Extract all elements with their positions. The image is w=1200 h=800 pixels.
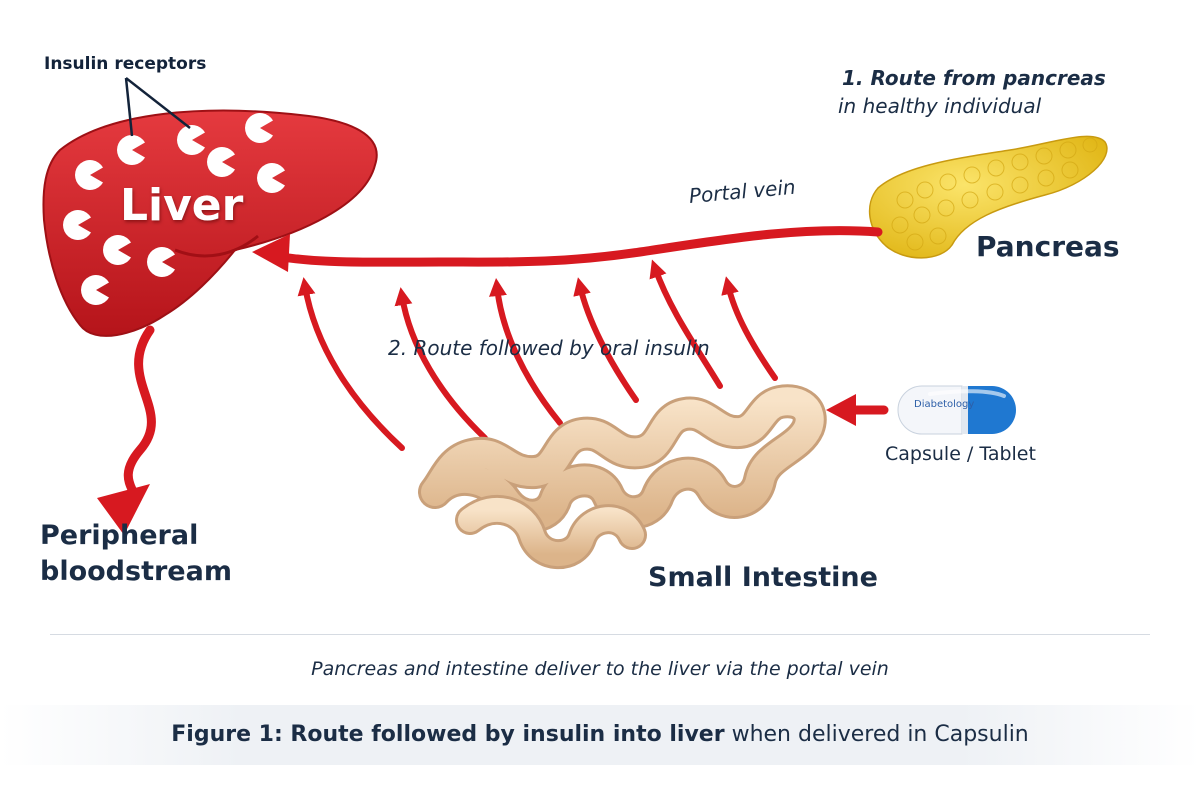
- pacman-receptor-icon: [147, 247, 175, 277]
- route1-label-line2: in healthy individual: [838, 94, 1042, 118]
- insulin-receptors-label: Insulin receptors: [44, 54, 207, 74]
- liver-label: Liver: [120, 180, 244, 231]
- caption-subtitle: Pancreas and intestine deliver to the li…: [311, 658, 889, 680]
- small-intestine-label: Small Intestine: [648, 562, 878, 593]
- pacman-receptor-icon: [257, 163, 285, 193]
- peripheral-label-line2: bloodstream: [40, 556, 232, 587]
- insulin-receptors: [63, 113, 285, 305]
- pacman-receptor-icon: [207, 147, 235, 177]
- pacman-receptor-icon: [75, 160, 103, 190]
- pacman-receptor-icon: [177, 125, 205, 155]
- pacman-receptor-icon: [81, 275, 109, 305]
- peripheral-label-line1: Peripheral: [40, 520, 199, 551]
- pancreas-label: Pancreas: [976, 230, 1120, 263]
- portal-vein: [271, 226, 883, 267]
- caption-divider: [50, 634, 1150, 635]
- oral-route-arrows: [297, 259, 778, 451]
- figure-caption-bold: Figure 1: Route followed by insulin into…: [171, 722, 725, 747]
- figure-caption-bar: [0, 705, 1200, 765]
- route1-label-line1: 1. Route from pancreas: [842, 66, 1106, 90]
- small-intestine-organ: [418, 384, 827, 570]
- pacman-receptor-icon: [103, 235, 131, 265]
- capsule-brand-text: Diabetology: [914, 399, 974, 410]
- capsule-label: Capsule / Tablet: [885, 443, 1036, 465]
- capsule-icon: Diabetology: [897, 385, 1016, 435]
- pacman-receptor-icon: [63, 210, 91, 240]
- peripheral-vessel: [120, 325, 156, 505]
- peripheral-arrowhead: [97, 484, 150, 535]
- figure-caption-rest: when delivered in Capsulin: [724, 722, 1029, 747]
- liver-organ: [42, 109, 378, 337]
- capsule-arrowhead: [826, 394, 856, 426]
- pacman-receptor-icon: [117, 135, 145, 165]
- pacman-receptor-icon: [245, 113, 273, 143]
- receptor-pointer-lines: [124, 77, 191, 137]
- route2-label: 2. Route followed by oral insulin: [388, 336, 710, 360]
- portal-vein-arrowhead: [252, 234, 290, 272]
- figure-caption: Figure 1: Route followed by insulin into…: [0, 722, 1200, 747]
- pancreas-organ: [868, 135, 1108, 259]
